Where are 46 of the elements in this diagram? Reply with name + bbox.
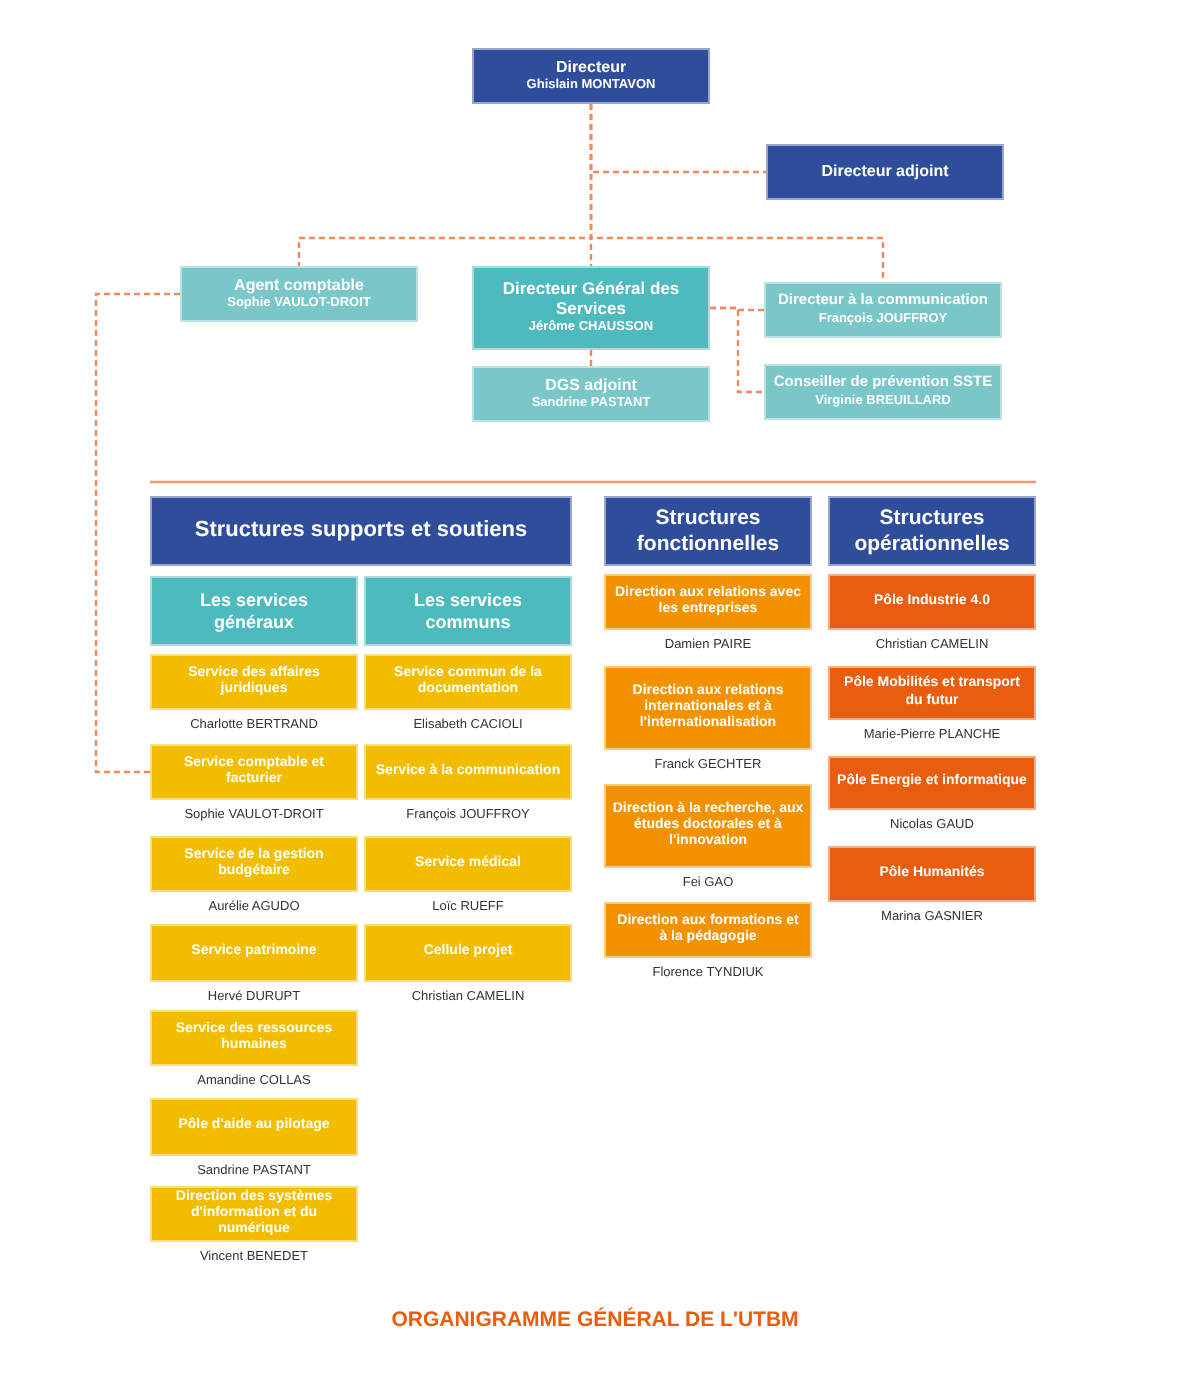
caption: ORGANIGRAMME GÉNÉRAL DE L'UTBM [391, 1308, 799, 1332]
leader-box [472, 266, 710, 350]
department-box [604, 666, 812, 750]
connector-line [589, 350, 593, 366]
service-box [150, 1098, 358, 1156]
box-title: Directeur adjoint [821, 162, 949, 182]
service-box [150, 1010, 358, 1066]
service-box [150, 836, 358, 892]
leader-box [472, 366, 710, 422]
column-header [364, 576, 572, 646]
leader-box [180, 266, 418, 322]
section-header [150, 496, 572, 566]
pole-box [828, 574, 1036, 630]
service-box [364, 836, 572, 892]
service-box [150, 924, 358, 982]
pole-box [828, 666, 1036, 720]
service-box [150, 744, 358, 800]
connector-line [589, 104, 885, 282]
leader-box [764, 282, 1002, 338]
leader-box [764, 364, 1002, 420]
service-box [364, 654, 572, 710]
service-box [150, 654, 358, 710]
box-title: Directeur Général des Services [500, 279, 682, 319]
section-header [604, 496, 812, 566]
connector-line [710, 306, 764, 394]
pole-box [828, 756, 1036, 810]
leader-box [766, 144, 1004, 200]
department-box [604, 902, 812, 958]
box-title: Les services généraux [197, 590, 311, 632]
service-box [364, 744, 572, 800]
service-box [364, 924, 572, 982]
box-title: Directeur [555, 58, 627, 77]
box-title: Structures supports et soutiens [194, 518, 528, 544]
box-title: Agent comptable [234, 276, 364, 295]
department-box [604, 784, 812, 868]
connector-line [94, 292, 180, 774]
box-title: Structures opérationnelles [852, 506, 1012, 556]
column-header [150, 576, 358, 646]
pole-box [828, 846, 1036, 902]
leader-box [472, 48, 710, 104]
box-title: Structures fonctionnelles [634, 506, 782, 556]
department-box [604, 574, 812, 630]
service-box [150, 1186, 358, 1242]
box-title: Les services communs [411, 590, 525, 632]
section-header [828, 496, 1036, 566]
box-title: DGS adjoint [545, 376, 637, 395]
